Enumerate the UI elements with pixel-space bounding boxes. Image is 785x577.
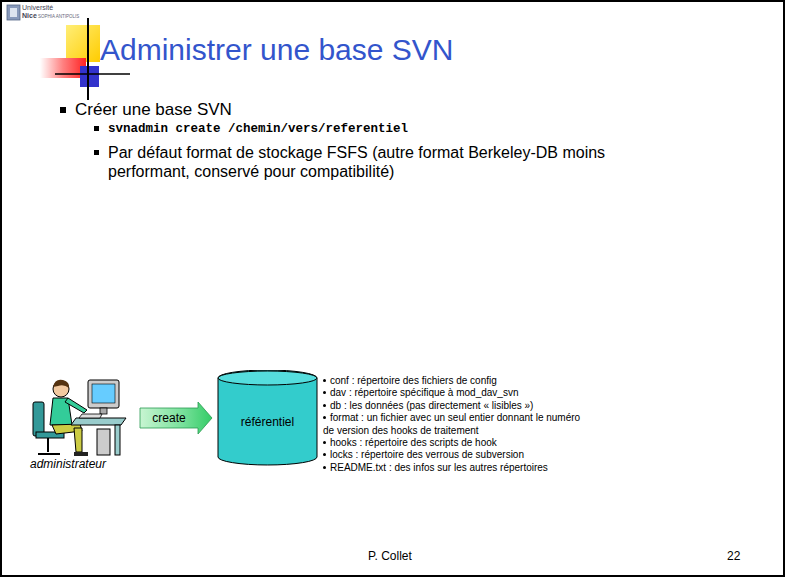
folder-description: conf : répertoire des fichiers de config <box>330 375 497 386</box>
bullet-text: Créer une base SVN <box>75 100 232 120</box>
folder-description: format : un fichier avec un seul entier … <box>323 412 580 435</box>
monitor <box>88 380 119 408</box>
person-arm <box>65 398 87 413</box>
folder-description: db : les données (pas directement « lisi… <box>330 400 533 411</box>
horizontal-rule <box>55 73 130 75</box>
red-bar <box>40 58 86 78</box>
bullet-dot <box>323 441 326 444</box>
cylinder-top <box>218 371 317 385</box>
person-shoe <box>74 452 88 456</box>
bullet-square <box>94 126 99 131</box>
monitor-stand <box>100 408 107 414</box>
vertical-rule <box>87 18 89 100</box>
bullet-text: Par défaut format de stockage FSFS (autr… <box>108 143 648 181</box>
command-text: svnadmin create /chemin/vers/referentiel <box>108 121 408 137</box>
folder-description: locks : répertoire des verrous de subver… <box>330 449 524 460</box>
bullet-dot <box>323 391 326 394</box>
administrator-figure: administrateur <box>28 365 135 471</box>
folder-description: dav : répertoire spécifique à mod_dav_sv… <box>330 387 518 398</box>
slide-title: Administrer une base SVN <box>100 32 454 68</box>
repository-cylinder: référentiel <box>217 370 318 466</box>
bullet-dot <box>323 466 326 469</box>
bullet-square <box>60 107 66 113</box>
computer-tower <box>97 429 110 455</box>
logo-mark <box>7 5 20 20</box>
desk-top <box>71 418 126 425</box>
logo-text: Université <box>22 4 53 12</box>
list-item: conf : répertoire des fichiers de config <box>323 375 585 387</box>
bullet-square <box>94 150 99 155</box>
list-item: hooks : répertoire des scripts de hook <box>323 437 585 449</box>
block-arrow <box>140 402 212 434</box>
logo-text: Nice <box>22 12 37 20</box>
bullet-dot <box>323 453 326 456</box>
desk-leg <box>115 425 120 455</box>
figure-caption: administrateur <box>30 457 106 471</box>
page-number: 22 <box>727 549 740 563</box>
list-item: format : un fichier avec un seul entier … <box>323 412 585 437</box>
folder-description: hooks : répertoire des scripts de hook <box>330 437 497 448</box>
administrator-illustration <box>33 380 126 456</box>
logo-text: SOPHIA ANTIPOLIS <box>38 14 79 20</box>
person-shin <box>74 428 82 452</box>
yellow-square <box>66 25 100 62</box>
list-item: locks : répertoire des verrous de subver… <box>323 449 585 461</box>
arrow-label: create <box>152 411 185 425</box>
list-item: README.txt : des infos sur les autres ré… <box>323 462 585 474</box>
chair-back <box>33 402 44 436</box>
chair-foot <box>38 453 60 455</box>
logo <box>7 5 20 20</box>
monitor-screen <box>92 384 115 403</box>
bullet-dot <box>323 379 326 382</box>
footer-author: P. Collet <box>368 549 412 563</box>
bullet-dot <box>323 416 326 419</box>
bullet-dot <box>323 404 326 407</box>
chair-leg <box>47 438 49 452</box>
cylinder-body <box>218 370 317 465</box>
blue-square <box>80 66 99 87</box>
folder-description: README.txt : des infos sur les autres ré… <box>330 462 548 473</box>
person-hair <box>53 380 69 388</box>
keyboard <box>79 414 102 418</box>
folder-list: conf : répertoire des fichiers de config… <box>323 375 585 474</box>
logo-mark-inner <box>10 8 17 17</box>
list-item: db : les données (pas directement « lisi… <box>323 400 585 412</box>
node-label: référentiel <box>241 415 294 429</box>
list-item: dav : répertoire spécifique à mod_dav_sv… <box>323 387 585 399</box>
